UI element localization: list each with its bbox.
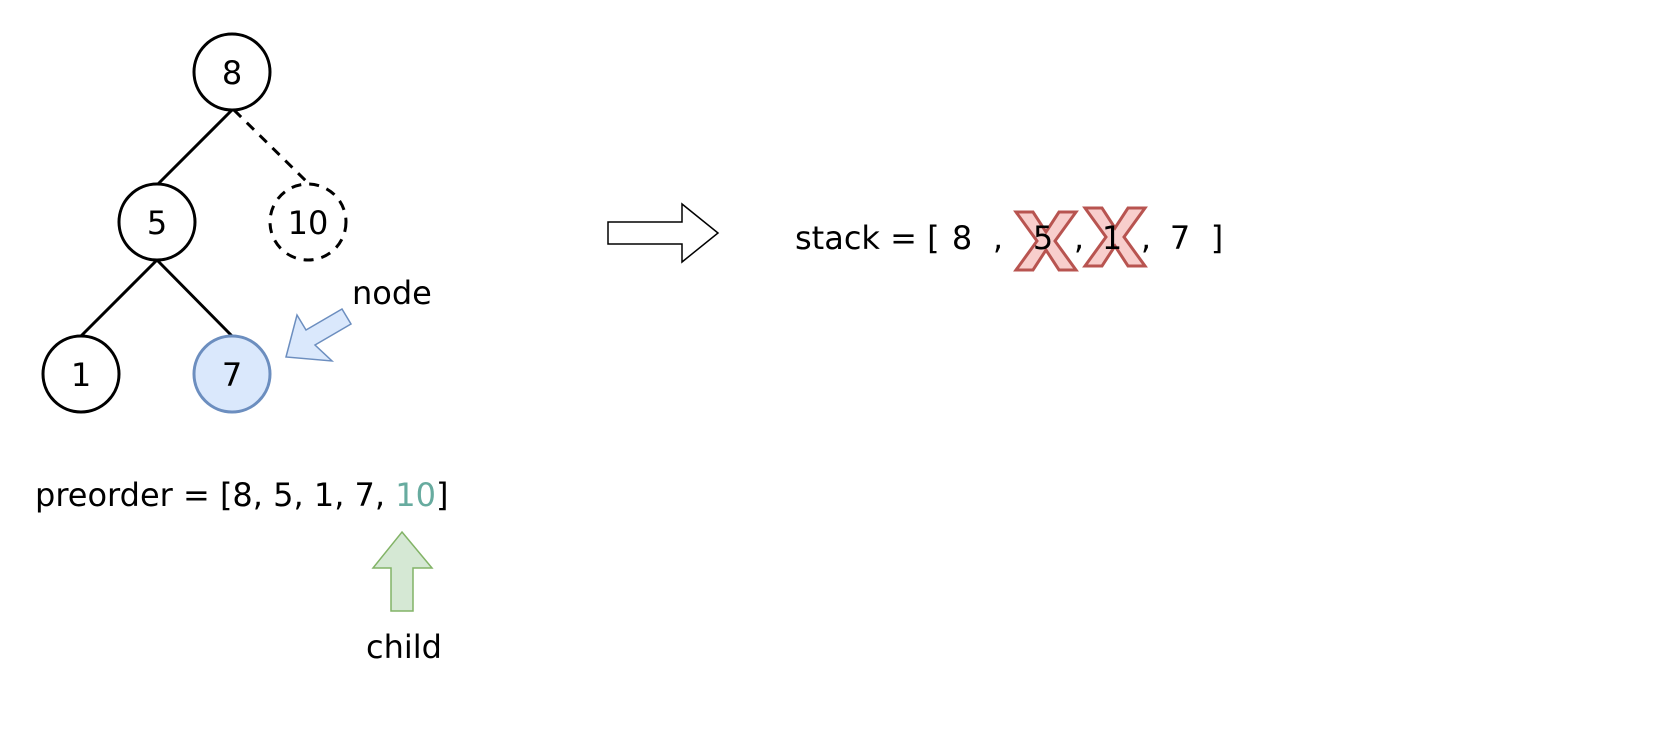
stack-cross-marks	[1013, 206, 1148, 272]
stack-item: 8	[952, 219, 972, 257]
tree-node-8: 8	[192, 32, 272, 112]
tree-node-label: 1	[71, 356, 91, 394]
stack-separator: ,	[1074, 219, 1084, 257]
tree-node-label: 5	[147, 204, 167, 242]
tree-node-5: 5	[117, 182, 197, 262]
stack-prefix: stack = [	[795, 219, 940, 257]
tree-node-7: 7	[192, 334, 272, 414]
preorder-suffix: ]	[436, 476, 448, 514]
stack-item-crossed: 1	[1102, 219, 1122, 257]
cross-mark-5	[1013, 210, 1079, 272]
tree-node-1: 1	[41, 334, 121, 414]
tree-edge-5-7	[155, 258, 234, 338]
tree-node-label: 10	[288, 204, 329, 242]
stack-item: 7	[1170, 219, 1190, 257]
stack-item-crossed: 5	[1033, 219, 1053, 257]
tree-edge-8-10	[232, 108, 310, 185]
tree-node-label: 7	[222, 356, 242, 394]
preorder-text: preorder = [8, 5, 1, 7, 10]	[35, 476, 448, 514]
node-pointer-arrow	[285, 307, 353, 362]
cross-mark-1	[1082, 206, 1148, 268]
stack-separator: ,	[1141, 219, 1151, 257]
tree-edge-5-1	[79, 258, 159, 338]
child-label: child	[366, 628, 442, 666]
stack-separator: ,	[993, 219, 1003, 257]
stack-suffix: ]	[1211, 219, 1223, 257]
right-arrow	[607, 202, 720, 264]
child-pointer-arrow	[371, 530, 434, 612]
tree-node-10: 10	[268, 182, 348, 262]
node-label: node	[352, 274, 432, 312]
preorder-prefix: preorder = [8, 5, 1, 7,	[35, 476, 395, 514]
preorder-child-value: 10	[395, 476, 436, 514]
tree-node-label: 8	[222, 54, 242, 92]
tree-edge-8-5	[155, 108, 234, 187]
